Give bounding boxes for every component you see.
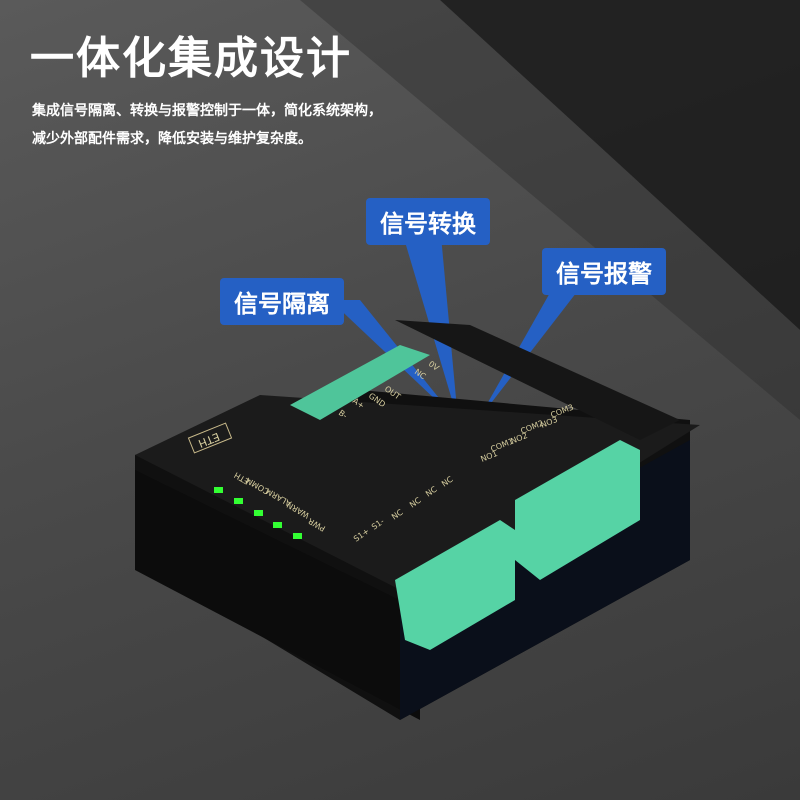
terminal-label: 0V [427,359,441,373]
led-indicator [234,498,243,504]
led-indicator [293,533,302,539]
callout-signal-alarm: 信号报警 [542,248,666,295]
led-indicator [273,522,282,528]
led-indicator [214,487,223,493]
subtitle-line: 减少外部配件需求，降低安装与维护复杂度。 [32,131,312,147]
callout-signal-isolation: 信号隔离 [220,278,344,325]
subtitle-line: 集成信号隔离、转换与报警控制于一体，简化系统架构， [32,103,382,119]
page-title: 一体化集成设计 [30,33,352,84]
callout-signal-conversion: 信号转换 [366,198,490,245]
device [135,320,700,720]
led-indicator [254,510,263,516]
